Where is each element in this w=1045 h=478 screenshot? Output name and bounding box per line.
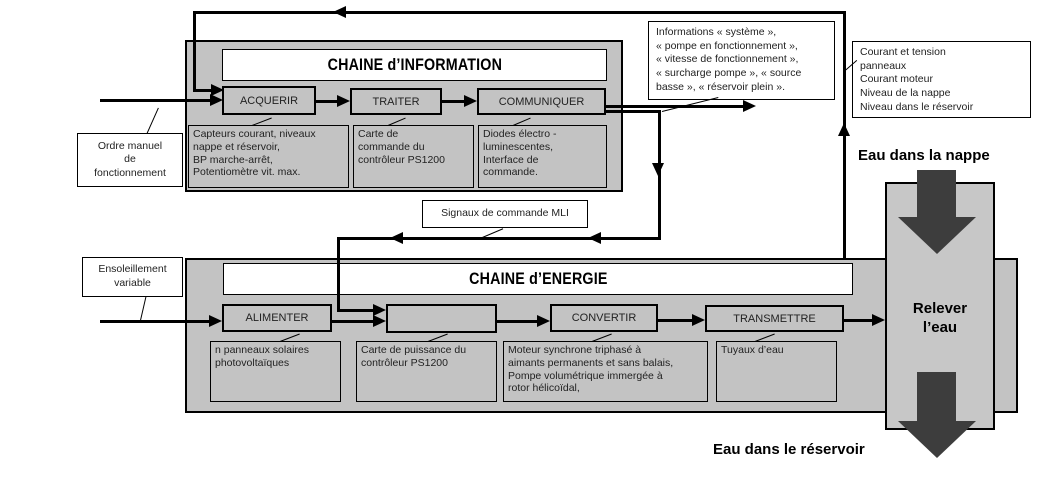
mli-horizontal-line xyxy=(339,237,661,240)
fn-traiter-label: TRAITER xyxy=(372,95,420,108)
alimenter-out-arrow xyxy=(332,320,374,323)
mli-branch-line xyxy=(606,110,661,113)
feedback-line-top xyxy=(194,11,846,14)
mli-entry-line xyxy=(337,309,374,312)
fn-acquerir-label: ACQUERIR xyxy=(239,94,299,107)
arrowhead-right-icon xyxy=(692,314,705,326)
water-arrow-top-head-icon xyxy=(898,217,976,254)
acquerir-traiter-arrow xyxy=(316,100,339,103)
arrowhead-right-icon xyxy=(337,95,350,107)
arrowhead-right-icon xyxy=(872,314,885,326)
arrowhead-right-icon xyxy=(210,94,223,106)
fn-communiquer: COMMUNIQUER xyxy=(477,88,606,115)
fn-transmettre-label: TRANSMETTRE xyxy=(733,312,816,325)
fn-alimenter-label: ALIMENTER xyxy=(245,312,309,324)
fn-alimenter: ALIMENTER xyxy=(222,304,332,332)
arrowhead-right-icon xyxy=(743,100,756,112)
eau-nappe-label: Eau dans la nappe xyxy=(858,147,990,164)
callout-slash xyxy=(139,296,147,323)
fn-communiquer-label: COMMUNIQUER xyxy=(498,95,585,108)
desc-convertir: Moteur synchrone triphasé à aimants perm… xyxy=(503,341,708,402)
arrowhead-left-icon xyxy=(588,232,601,244)
fn-distribuer-empty xyxy=(386,304,497,333)
ensoleillement-note: Ensoleillement variable xyxy=(82,257,183,297)
informations-out-arrow xyxy=(606,105,744,108)
relever-eau-label: Relever l’eau xyxy=(912,300,968,336)
arrowhead-right-icon xyxy=(373,315,386,327)
ensoleillement-arrow xyxy=(100,320,210,323)
desc-traiter: Carte de commande du contrôleur PS1200 xyxy=(353,125,474,188)
traiter-communiquer-arrow xyxy=(442,100,465,103)
arrowhead-up-icon xyxy=(838,123,850,136)
signaux-mli-note: Signaux de commande MLI xyxy=(422,200,588,228)
retours-capteurs-note: Courant et tension panneaux Courant mote… xyxy=(852,41,1031,118)
ordre-manuel-note: Ordre manuel de fonctionnement xyxy=(77,133,183,187)
fn-transmettre: TRANSMETTRE xyxy=(705,305,844,332)
info-chain-banner: CHAINE d’INFORMATION xyxy=(222,49,607,81)
informations-note: Informations « système », « pompe en fon… xyxy=(648,21,835,100)
arrowhead-down-icon xyxy=(652,163,664,176)
arrowhead-right-icon xyxy=(211,84,224,96)
water-arrow-top-shaft xyxy=(917,170,956,218)
arrowhead-right-icon xyxy=(209,315,222,327)
arrowhead-right-icon xyxy=(537,315,550,327)
mli-descent-line xyxy=(337,237,340,312)
distribuer-convertir-arrow xyxy=(497,320,538,323)
callout-slash xyxy=(146,107,159,134)
ordre-manuel-arrow xyxy=(100,99,212,102)
transmettre-relever-arrow xyxy=(844,319,873,322)
arrowhead-left-icon xyxy=(390,232,403,244)
energy-chain-title: CHAINE d’ENERGIE xyxy=(468,269,608,288)
feedback-line-left xyxy=(193,11,196,91)
desc-communiquer: Diodes électro - luminescentes, Interfac… xyxy=(478,125,607,188)
arrowhead-left-icon xyxy=(333,6,346,18)
fn-acquerir: ACQUERIR xyxy=(222,86,316,115)
convertir-transmettre-arrow xyxy=(658,319,693,322)
water-arrow-bottom-shaft xyxy=(917,372,956,422)
fn-convertir: CONVERTIR xyxy=(550,304,658,332)
desc-distribuer: Carte de puissance du contrôleur PS1200 xyxy=(356,341,497,402)
arrowhead-right-icon xyxy=(464,95,477,107)
fn-convertir-label: CONVERTIR xyxy=(571,312,637,324)
arrowhead-right-icon xyxy=(373,304,386,316)
desc-alimenter: n panneaux solaires photovoltaïques xyxy=(210,341,341,402)
energy-chain-banner: CHAINE d’ENERGIE xyxy=(223,263,853,295)
desc-acquerir: Capteurs courant, niveaux nappe et réser… xyxy=(188,125,349,188)
desc-transmettre: Tuyaux d’eau xyxy=(716,341,837,402)
feedback-entry-line xyxy=(193,89,213,92)
fn-traiter: TRAITER xyxy=(350,88,442,115)
water-arrow-bottom-head-icon xyxy=(898,421,976,458)
info-chain-title: CHAINE d’INFORMATION xyxy=(327,55,502,74)
eau-reservoir-label: Eau dans le réservoir xyxy=(713,441,865,458)
